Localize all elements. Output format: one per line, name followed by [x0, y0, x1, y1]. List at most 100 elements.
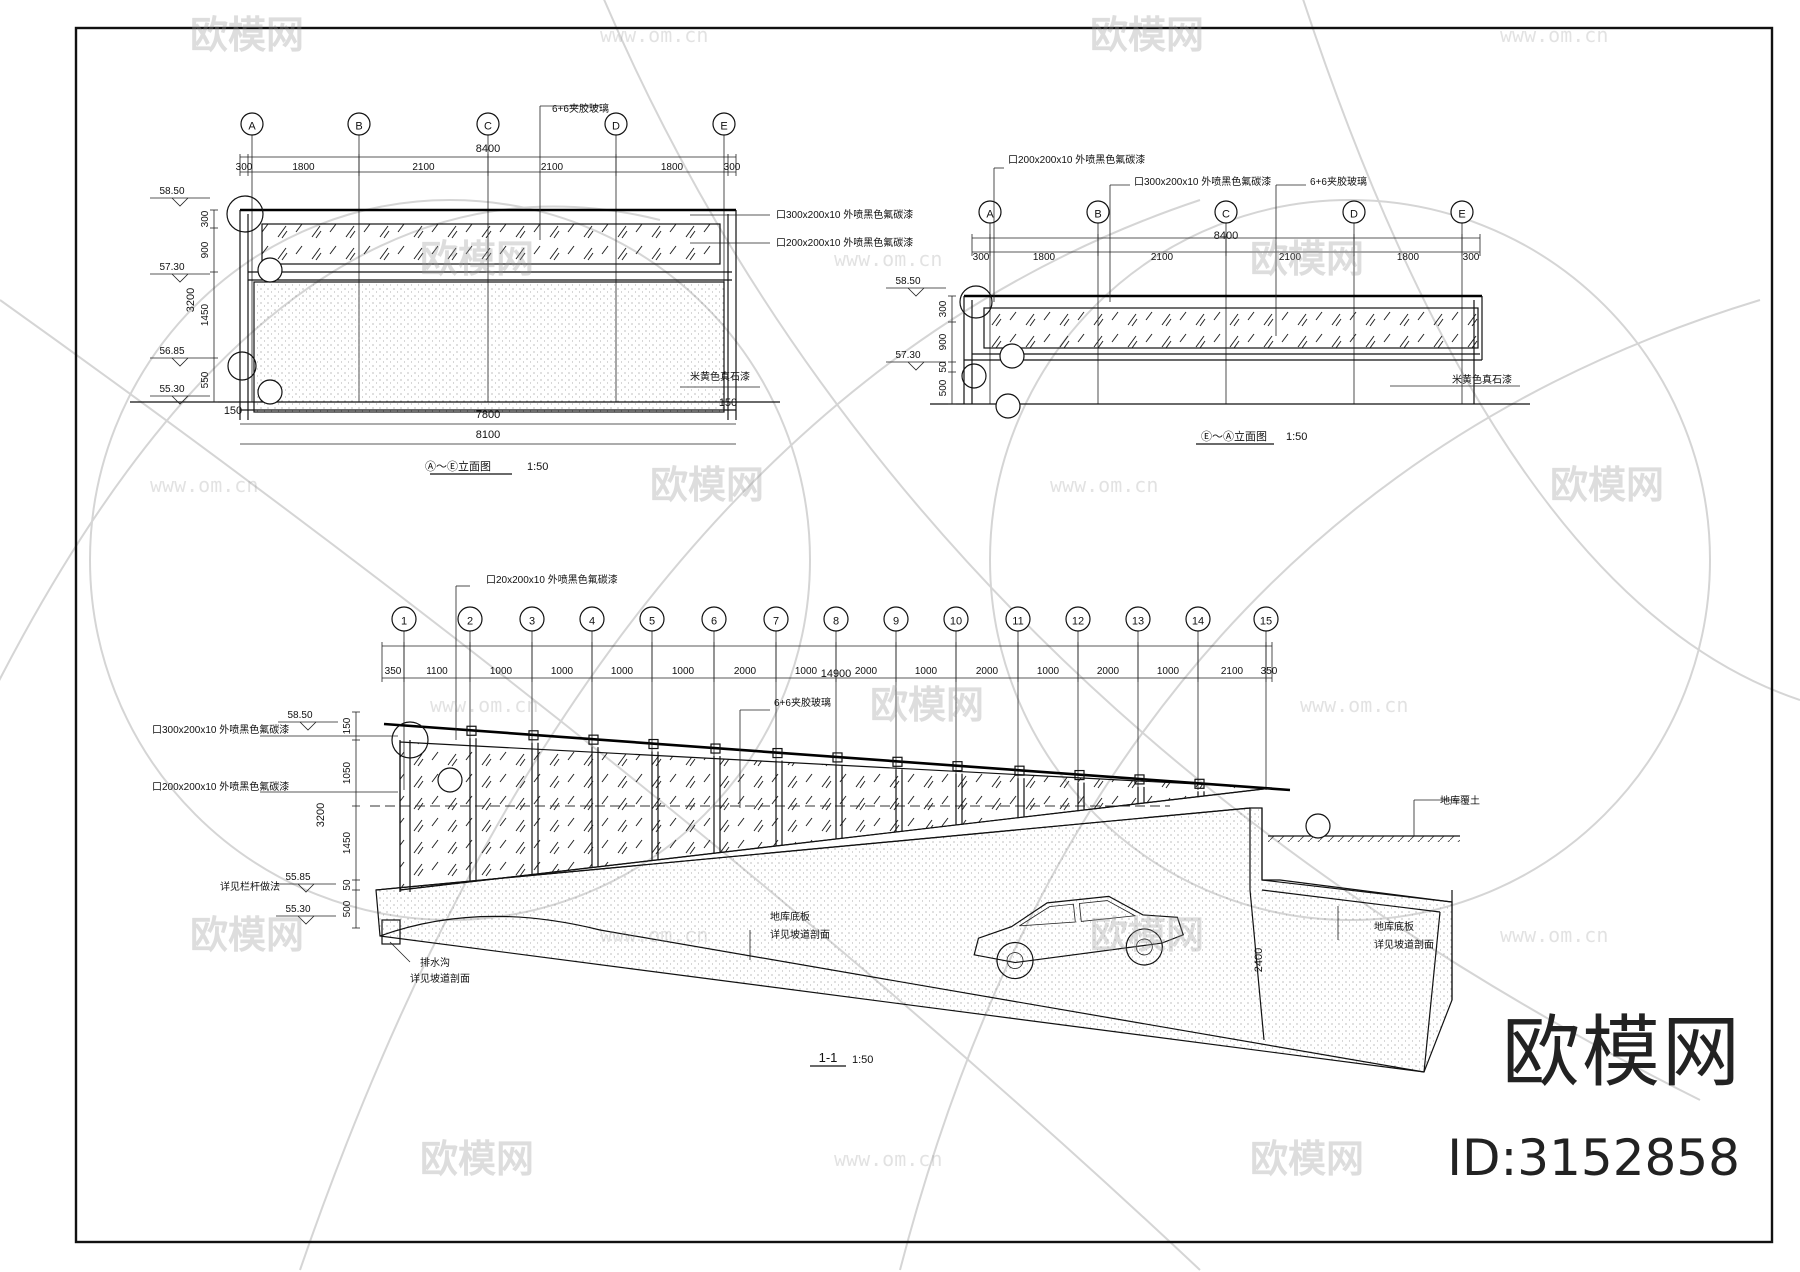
wm-brand: 欧模网 — [1250, 239, 1364, 281]
dim-segment: 2000 — [734, 666, 757, 677]
axis-label: 3 — [529, 615, 535, 627]
axis-bubble — [347, 112, 371, 136]
axis-label: B — [355, 120, 362, 132]
note-beam0: 口20x200x10 外喷黑色氟碳漆 — [486, 573, 618, 586]
wm-brand: 欧模网 — [1550, 465, 1664, 507]
axis-label: 11 — [1012, 615, 1023, 627]
wm-brand: 欧模网 — [870, 685, 984, 727]
view-title: Ⓔ～Ⓐ立面图 — [1201, 429, 1267, 443]
level-value: 56.85 — [159, 346, 184, 357]
axis-label: D — [612, 120, 620, 132]
v-dim: 300 — [200, 210, 211, 227]
dim-segment: 2100 — [1279, 252, 1302, 263]
wm-url: www.om.cn — [1500, 23, 1608, 47]
v-dim: 500 — [342, 900, 353, 917]
axis-label: 15 — [1260, 615, 1272, 627]
note-wall: 米黄色真石漆 — [690, 370, 750, 383]
watermark-texts: 欧模网 www.om.cn 欧模网 www.om.cn 欧模网 www.om.c… — [150, 15, 1664, 1181]
wm-brand: 欧模网 — [1250, 1139, 1364, 1181]
axis-bubble — [883, 606, 909, 632]
v-total: 3200 — [185, 288, 197, 312]
dim-segment: 1800 — [661, 162, 684, 173]
v-dim: 150 — [342, 717, 353, 734]
sheet-frame — [74, 26, 1774, 1244]
note-beam0: 口200x200x10 外喷黑色氟碳漆 — [1008, 153, 1145, 166]
axis-label: E — [720, 120, 727, 132]
wm-brand: 欧模网 — [190, 15, 304, 57]
axis-label: 10 — [950, 615, 962, 627]
axis-label: D — [1350, 208, 1358, 220]
axis-bubble — [712, 112, 736, 136]
note-beam1: 口300x200x10 外喷黑色氟碳漆 — [776, 208, 913, 221]
v-total: 3200 — [315, 803, 327, 827]
dim-150-left: 150 — [224, 405, 242, 417]
note-glass: 6+6夹胶玻璃 — [1310, 175, 1367, 188]
axis-label: 14 — [1192, 615, 1204, 627]
dim-segment: 350 — [385, 666, 402, 677]
level-value: 55.85 — [285, 872, 310, 883]
v-dim: 1050 — [342, 761, 353, 784]
level-value: 57.30 — [895, 350, 920, 361]
axis-bubble — [763, 606, 789, 632]
axis-bubble — [701, 606, 727, 632]
axis-label: 8 — [833, 615, 839, 627]
wm-url: www.om.cn — [834, 1147, 942, 1171]
axis-label: C — [484, 120, 492, 132]
note-slab-sub: 详见坡道剖面 — [770, 928, 830, 941]
note-rightslab-sub: 详见坡道剖面 — [1374, 938, 1434, 951]
dim-150-right: 150 — [719, 397, 737, 409]
v-dim: 900 — [938, 333, 949, 350]
watermark-brand-large: 欧模网 — [1501, 1008, 1742, 1098]
dim-segment: 2000 — [1097, 666, 1120, 677]
view-title: Ⓐ～Ⓔ立面图 — [425, 459, 491, 473]
dim-8100: 8100 — [476, 429, 500, 441]
axis-label: 9 — [893, 615, 899, 627]
level-value: 55.30 — [285, 904, 310, 915]
axis-label: 4 — [589, 615, 595, 627]
note-rightslab: 地库底板 — [1374, 920, 1414, 933]
axis-label: E — [1458, 208, 1465, 220]
wm-brand: 欧模网 — [650, 465, 764, 507]
dim-segment: 300 — [1463, 252, 1480, 263]
note-beam1: 口300x200x10 外喷黑色氟碳漆 — [1134, 175, 1271, 188]
wm-brand: 欧模网 — [1090, 15, 1204, 57]
axis-bubble — [519, 606, 545, 632]
axis-bubble — [476, 112, 500, 136]
v-dim: 1450 — [342, 831, 353, 854]
wm-url: www.om.cn — [834, 247, 942, 271]
note-drain-sub: 详见坡道剖面 — [410, 972, 470, 985]
axis-label: 7 — [773, 615, 779, 627]
dim-segment: 1000 — [490, 666, 513, 677]
wm-brand: 欧模网 — [1090, 915, 1204, 957]
wm-brand: 欧模网 — [420, 1139, 534, 1181]
v-dim: 550 — [200, 371, 211, 388]
axis-label: B — [1094, 208, 1101, 220]
wm-url: www.om.cn — [600, 23, 708, 47]
dim-total: 8400 — [476, 143, 500, 155]
v-dim: 300 — [938, 300, 949, 317]
dim-segment: 1000 — [915, 666, 938, 677]
dim-segment: 2100 — [541, 162, 564, 173]
axis-bubble — [978, 200, 1002, 224]
dim-segment: 2000 — [976, 666, 999, 677]
wm-url: www.om.cn — [150, 473, 258, 497]
axis-label: C — [1222, 208, 1230, 220]
v-dim: 1450 — [200, 303, 211, 326]
note-slab: 地库底板 — [770, 910, 810, 923]
v-dim: 500 — [938, 379, 949, 396]
note-soil: 地库覆土 — [1440, 794, 1480, 807]
axis-label: 2 — [467, 615, 473, 627]
axis-bubble — [1253, 606, 1279, 632]
view-scale: 1:50 — [1286, 431, 1307, 443]
dim-segment: 350 — [1261, 666, 1278, 677]
axis-bubble — [391, 606, 417, 632]
dim-segment: 2100 — [1221, 666, 1244, 677]
